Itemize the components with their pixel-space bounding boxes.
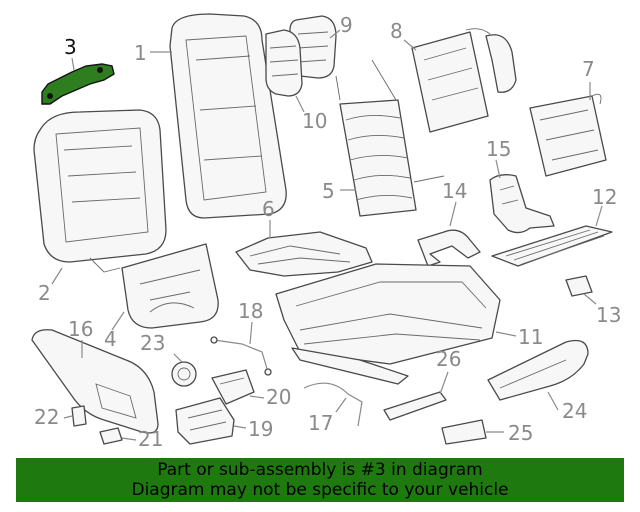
callout-3: 3 [64, 35, 77, 59]
callout-16: 16 [68, 317, 93, 341]
callout-12: 12 [592, 185, 617, 209]
callout-18: 18 [238, 299, 263, 323]
part-17-harness[interactable] [303, 382, 363, 427]
part-1-seatback-frame[interactable] [169, 13, 287, 219]
part-20-motor[interactable] [211, 369, 255, 405]
callout-labels: 1 2 3 4 5 6 7 8 9 10 11 12 13 14 15 16 1… [34, 13, 621, 451]
callout-2: 2 [38, 281, 51, 305]
info-banner: Part or sub-assembly is #3 in diagram Di… [16, 458, 624, 502]
part-15-trim-panel[interactable] [489, 174, 555, 234]
part-25-switch[interactable] [441, 419, 487, 445]
callout-9: 9 [340, 13, 353, 37]
callout-22: 22 [34, 405, 59, 429]
callout-8: 8 [390, 19, 403, 43]
part-14-bracket[interactable] [417, 229, 481, 267]
part-22-cap[interactable] [71, 405, 87, 427]
part-4-back-panel[interactable] [121, 243, 219, 329]
callout-15: 15 [486, 137, 511, 161]
callout-1: 1 [134, 41, 147, 65]
part-8-heater-pad[interactable] [411, 28, 517, 133]
part-13-clip[interactable] [565, 275, 593, 297]
callout-20: 20 [266, 385, 291, 409]
leader-lines [51, 29, 603, 441]
callout-10: 10 [302, 109, 327, 133]
part-9-10-bolster-pads[interactable] [265, 15, 337, 97]
callout-6: 6 [262, 197, 275, 221]
part-16-side-shield[interactable] [31, 329, 159, 434]
part-24-outer-shield[interactable] [487, 339, 589, 401]
part-7-lumbar-module[interactable] [529, 93, 607, 177]
callout-13: 13 [596, 303, 621, 327]
callout-19: 19 [248, 417, 273, 441]
part-26-trim-strip[interactable] [383, 391, 447, 421]
callout-17: 17 [308, 411, 333, 435]
part-2-seatback-cover[interactable] [33, 109, 167, 273]
part-18-cable[interactable] [210, 336, 272, 376]
callout-5: 5 [322, 179, 335, 203]
callout-26: 26 [436, 347, 461, 371]
callout-23: 23 [140, 331, 165, 355]
callout-11: 11 [518, 325, 543, 349]
callout-25: 25 [508, 421, 533, 445]
part-19-module[interactable] [175, 397, 235, 445]
part-3-highlighted[interactable] [41, 63, 115, 105]
part-21-switch-bezel[interactable] [99, 427, 123, 445]
callout-7: 7 [582, 57, 595, 81]
callout-14: 14 [442, 179, 467, 203]
part-6-cushion-frame-bracket[interactable] [235, 231, 373, 277]
banner-line-1: Part or sub-assembly is #3 in diagram [157, 460, 483, 480]
banner-line-2: Diagram may not be specific to your vehi… [131, 480, 509, 500]
part-5-spring-suspension[interactable] [335, 59, 445, 217]
part-11-seat-adjuster[interactable] [275, 263, 501, 385]
part-12-cushion-mat[interactable] [491, 225, 613, 267]
part-23-knob[interactable] [171, 361, 197, 387]
callout-4: 4 [104, 327, 117, 351]
callout-21: 21 [138, 427, 163, 451]
callout-24: 24 [562, 399, 587, 423]
